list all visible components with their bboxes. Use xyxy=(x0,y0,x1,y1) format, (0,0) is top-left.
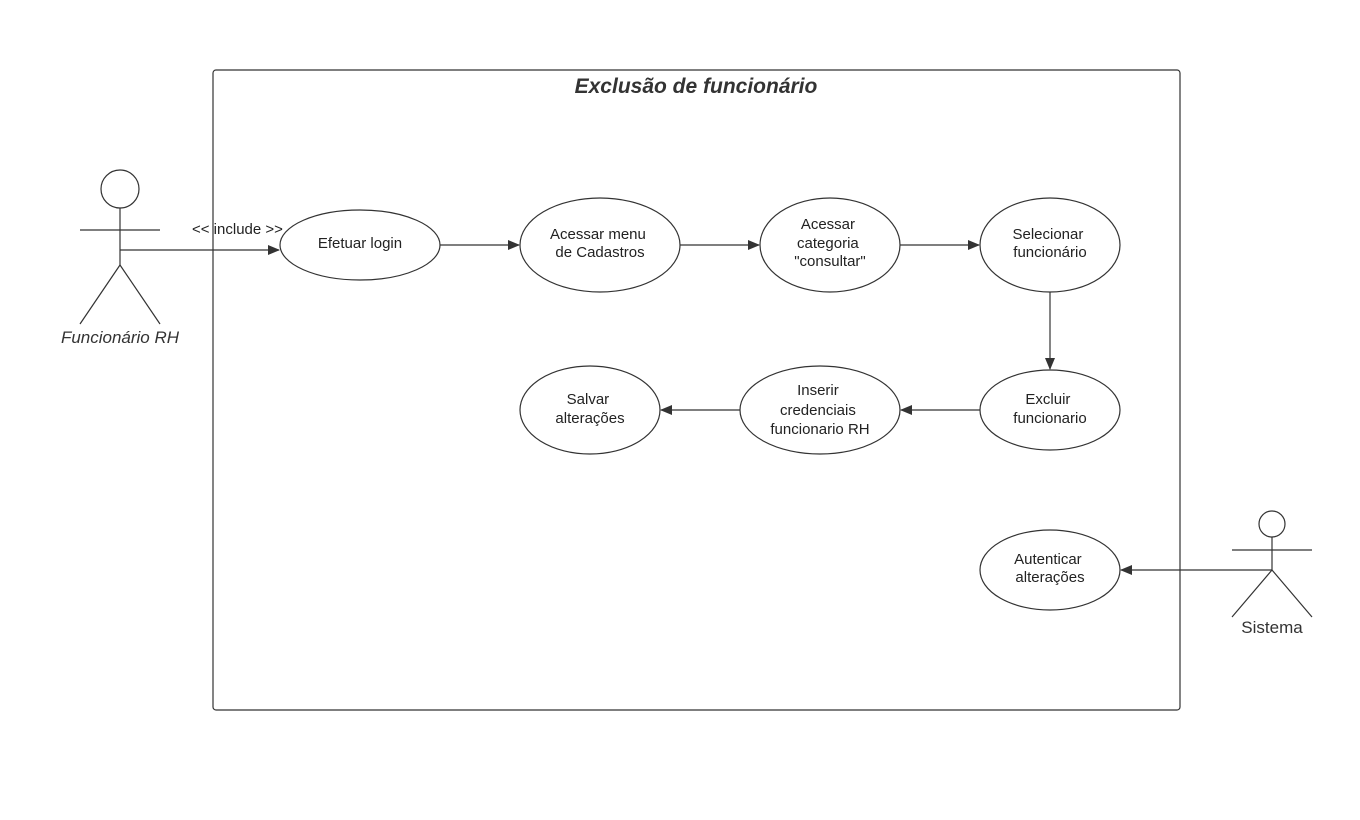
use-case-label: funcionário xyxy=(1013,244,1086,261)
use-case-label: Acessar menu xyxy=(550,226,646,243)
use-case-label: Acessar xyxy=(801,216,855,233)
svg-text:Excluir funcionario: Excluir funcionario xyxy=(1013,391,1086,427)
use-case-acessar-categoria: Acessar categoria "consultar" xyxy=(759,197,901,293)
system-boundary xyxy=(212,69,1181,711)
actor-sistema: Sistema xyxy=(1231,510,1313,637)
svg-text:Acessar menu de Cadastro: Acessar menu de Cadastros xyxy=(550,226,650,261)
use-case-label: "consultar" xyxy=(794,253,866,270)
svg-text:Acessar categoria: Acessar categoria "consultar" xyxy=(794,216,866,270)
svg-text:Salvar alterações: Salvar alterações xyxy=(555,391,624,427)
use-case-label: Autenticar xyxy=(1014,551,1082,568)
use-case-label: alterações xyxy=(555,410,624,427)
use-case-label: alterações xyxy=(1015,569,1084,586)
use-case-acessar-menu: Acessar menu de Cadastros xyxy=(519,197,681,293)
use-case-label: Inserir xyxy=(797,382,839,399)
use-case-label: Salvar xyxy=(567,391,610,408)
use-case-inserir-credenciais: Inserir credenciais funcionario RH xyxy=(739,365,901,455)
use-case-selecionar-funcionario: Selecionar funcionário xyxy=(979,197,1121,293)
use-case-label: credenciais xyxy=(780,402,856,419)
use-case-label: Selecionar xyxy=(1012,226,1083,243)
actor-sistema-label: Sistema xyxy=(1241,618,1303,637)
include-label: << include >> xyxy=(192,221,283,238)
use-case-label: funcionario xyxy=(1013,410,1086,427)
use-case-salvar-alteracoes: Salvar alterações xyxy=(519,365,661,455)
svg-text:Selecionar funcionário: Selecionar funcionário xyxy=(1012,226,1087,261)
use-case-label: categoria xyxy=(797,235,859,252)
actor-funcionario-rh: Funcionário RH xyxy=(61,169,180,347)
diagram-title: Exclusão de funcionário xyxy=(575,75,818,98)
use-case-efetuar-login: Efetuar login xyxy=(279,209,441,281)
svg-text:Efetuar login: Efetuar login xyxy=(318,235,402,252)
use-case-label: Excluir xyxy=(1025,391,1070,408)
use-case-label: de Cadastros xyxy=(555,244,644,261)
use-case-autenticar-alteracoes: Autenticar alterações xyxy=(979,529,1121,611)
use-case-label: Efetuar login xyxy=(318,235,402,252)
connectors xyxy=(120,240,1272,575)
svg-text:Autenticar alterações: Autenticar alterações xyxy=(1014,551,1086,586)
use-case-excluir-funcionario: Excluir funcionario xyxy=(979,369,1121,451)
svg-text:Inserir credenciais: Inserir credenciais funcionario RH xyxy=(770,382,869,438)
use-case-label: funcionario RH xyxy=(770,421,869,438)
actor-rh-label: Funcionário RH xyxy=(61,328,180,347)
